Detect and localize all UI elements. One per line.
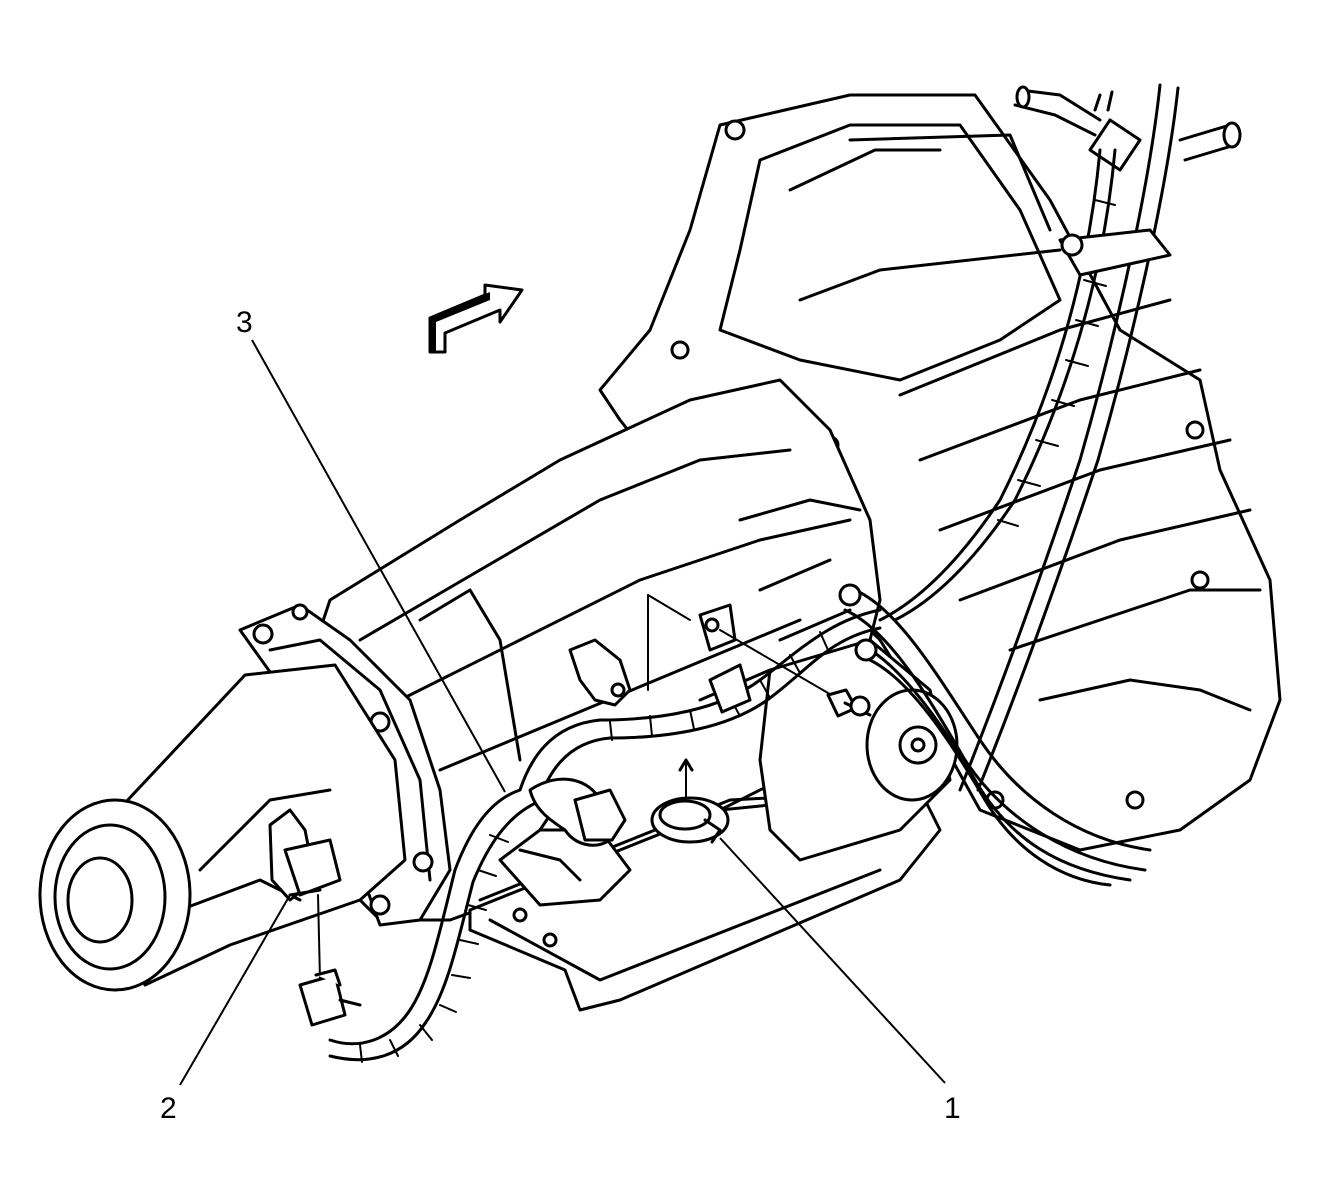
leader-line-3 — [251, 339, 506, 793]
callout-2: 2 — [160, 1092, 177, 1125]
front-direction-arrow-icon — [428, 283, 524, 354]
bolt-icon — [826, 688, 872, 718]
callout-3: 3 — [236, 306, 253, 339]
wiring-harness-upper — [878, 83, 1242, 792]
speed-sensor-connector — [268, 808, 362, 1027]
pan-connector — [650, 758, 730, 844]
leader-line-1 — [719, 837, 946, 1084]
cooler-lines — [838, 583, 1152, 887]
callout-1: 1 — [944, 1092, 961, 1125]
wiring-harness-lower — [328, 608, 882, 1063]
leader-line-2 — [179, 894, 291, 1086]
extension-housing — [38, 663, 407, 992]
mounting-bracket — [568, 594, 841, 707]
